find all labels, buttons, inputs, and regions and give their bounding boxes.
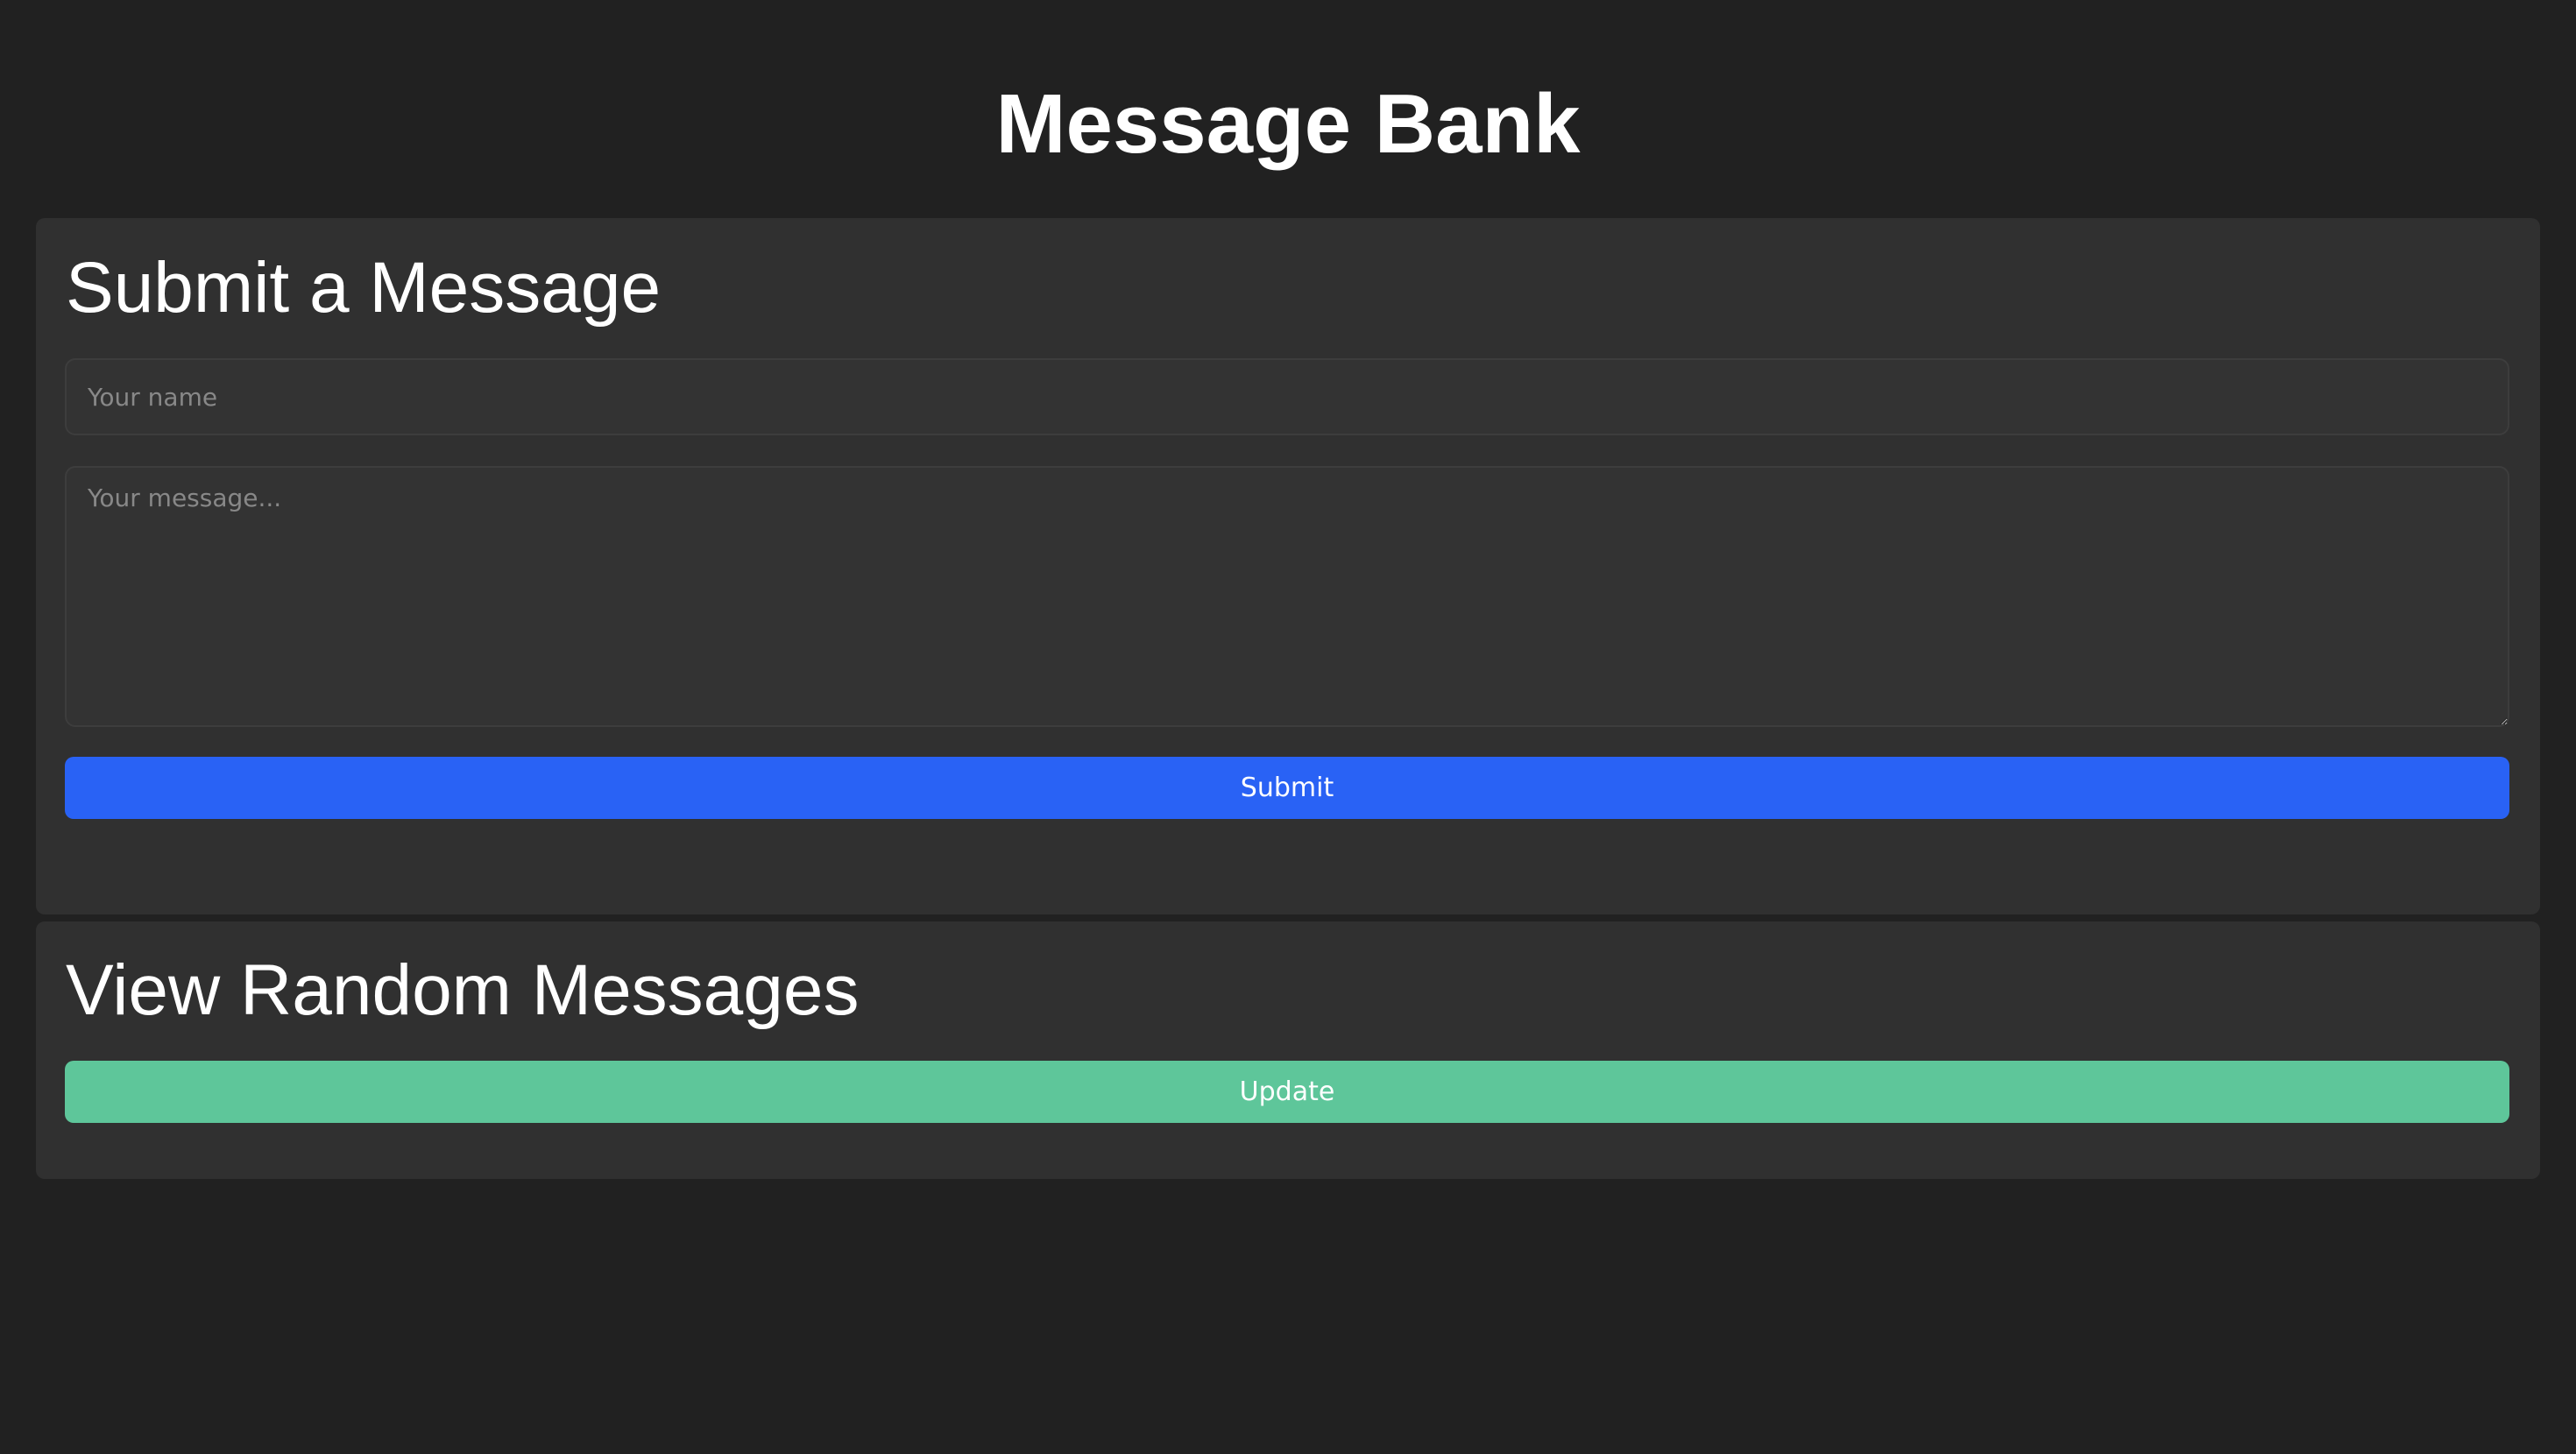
message-textarea[interactable] (65, 466, 2509, 727)
page-title: Message Bank (995, 77, 1581, 171)
update-button[interactable]: Update (65, 1061, 2509, 1123)
submit-button[interactable]: Submit (65, 757, 2509, 819)
name-input[interactable] (65, 358, 2509, 435)
submit-message-card: Submit a Message Submit (36, 218, 2540, 914)
view-messages-card: View Random Messages Update (36, 921, 2540, 1179)
submit-section-heading: Submit a Message (66, 248, 662, 328)
view-section-heading: View Random Messages (66, 950, 860, 1030)
